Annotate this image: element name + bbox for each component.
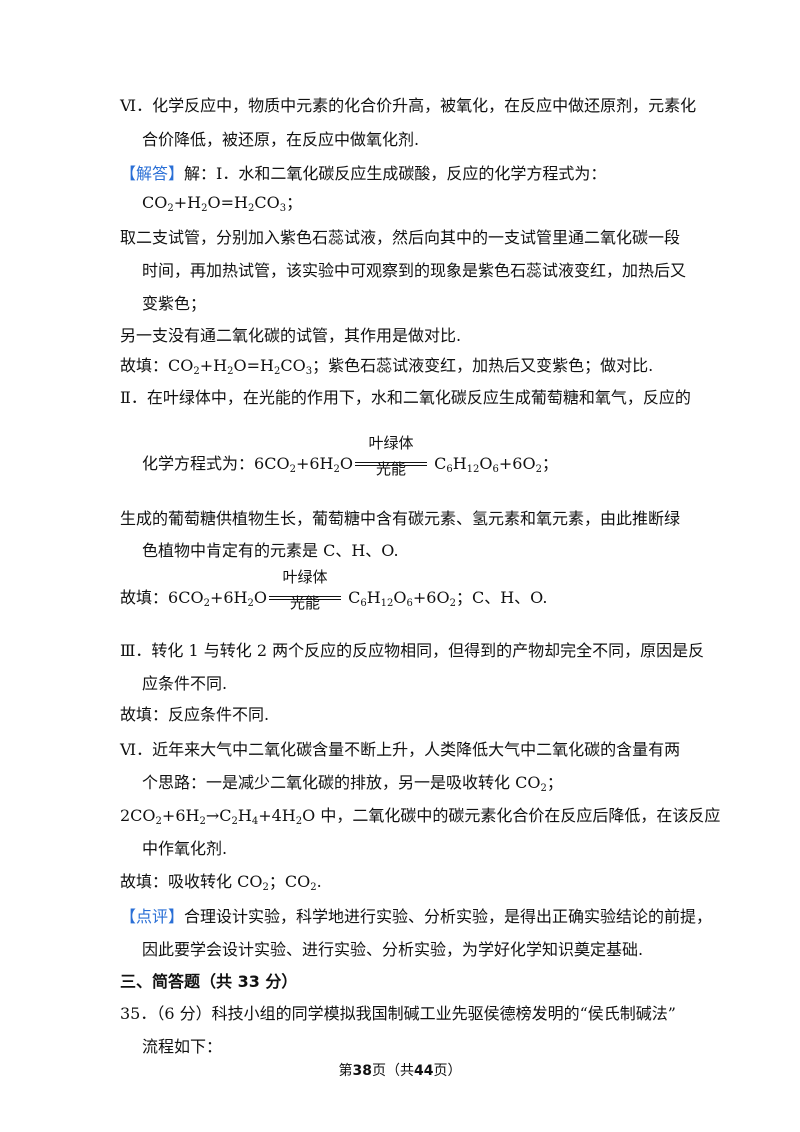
reaction-arrow: 叶绿体光能 (268, 568, 341, 612)
text-line: Ⅵ．近年来大气中二氧化碳含量不断上升，人类降低大气中二氧化碳的含量有两 (120, 740, 681, 759)
text-line: 故填：吸收转化 CO2；CO2. (120, 872, 322, 893)
text-line: 色植物中肯定有的元素是 C、H、O. (142, 541, 399, 560)
text-line: 另一支没有通二氧化碳的试管，其作用是做对比. (120, 326, 462, 345)
text-line: 时间，再加热试管，该实验中可观察到的现象是紫色石蕊试液变红，加热后又 (142, 261, 687, 280)
text-line: 变紫色； (142, 294, 207, 313)
page-footer: 第38页（共44页） (338, 1063, 462, 1079)
text-line: 生成的葡萄糖供植物生长，葡萄糖中含有碳元素、氢元素和氧元素，由此推断绿 (120, 509, 681, 528)
text-line: 故填：反应条件不同. (120, 705, 270, 724)
text-line: Ⅲ．转化 1 与转化 2 两个反应的反应物相同，但得到的产物却完全不同，原因是反 (120, 641, 705, 660)
text-line: 因此要学会设计实验、进行实验、分析实验，为学好化学知识奠定基础. (142, 940, 644, 959)
equation-line: 2CO2+6H2→C2H4+4H2O 中，二氧化碳中的碳元素化合价在反应后降低，… (120, 806, 721, 827)
text-line: 流程如下： (142, 1037, 223, 1056)
text-line: 个思路：一是减少二氧化碳的排放，另一是吸收转化 CO2； (142, 773, 563, 794)
text-line: Ⅵ．化学反应中，物质中元素的化合价升高，被氧化，在反应中做还原剂，元素化 (120, 96, 697, 115)
answer-line: 【解答】解：Ⅰ．水和二氧化碳反应生成碳酸，反应的化学方程式为： (120, 164, 607, 183)
text-line: 故填：CO2+H2O=H2CO3；紫色石蕊试液变红，加热后又变紫色；做对比. (120, 356, 654, 377)
text-line: Ⅱ．在叶绿体中，在光能的作用下，水和二氧化碳反应生成葡萄糖和氧气，反应的 (120, 388, 691, 407)
text-line: 应条件不同. (142, 674, 228, 693)
section-heading: 三、简答题（共 33 分） (120, 972, 298, 991)
comment-tag: 【点评】 (120, 907, 185, 926)
question-line: 35．（6 分）科技小组的同学模拟我国制碱工业先驱侯德榜发明的“侯氏制碱法” (120, 1004, 676, 1023)
reaction-arrow: 叶绿体光能 (354, 434, 427, 478)
answer-tag: 【解答】 (120, 164, 185, 183)
text-line: 中作氧化剂. (142, 839, 228, 858)
comment-line: 【点评】合理设计实验，科学地进行实验、分析实验，是得出正确实验结论的前提， (120, 907, 713, 926)
equation-line: CO2+H2O=H2CO3； (142, 193, 303, 214)
text-line: 合价降低，被还原，在反应中做氧化剂. (142, 130, 420, 149)
text-line: 取二支试管，分别加入紫色石蕊试液，然后向其中的一支试管里通二氧化碳一段 (120, 228, 681, 247)
